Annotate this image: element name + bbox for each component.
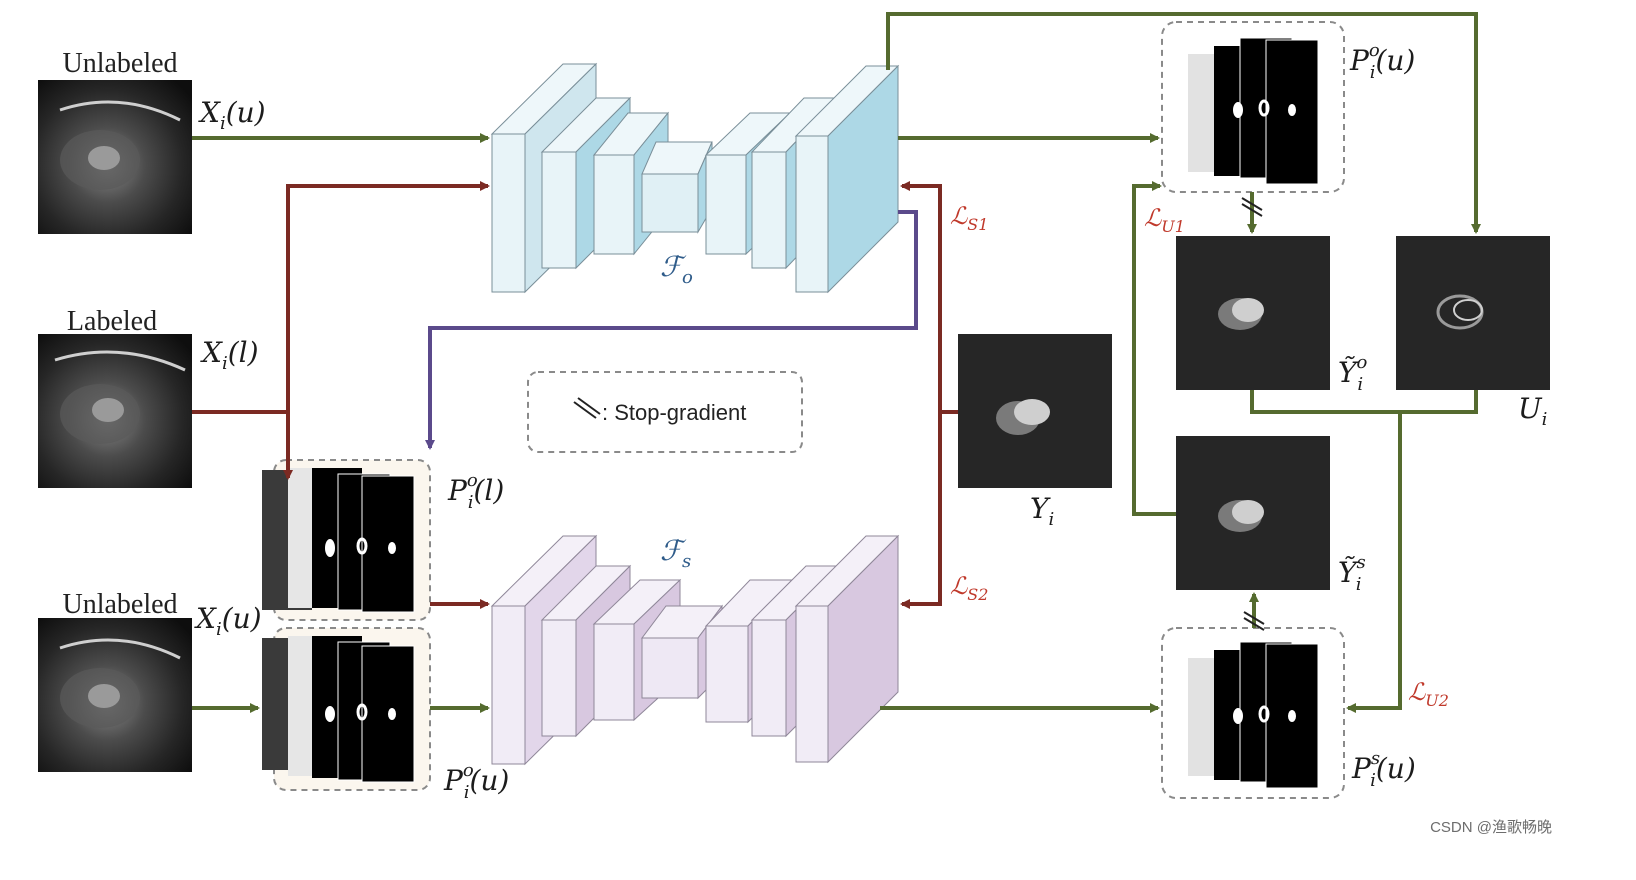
pseudo-label-teacher: [1176, 236, 1330, 390]
legend-text: : Stop-gradient: [602, 400, 746, 425]
arrow-ytilde-s-to-po-top: [1132, 181, 1176, 516]
arrow-xl-to-fo: [192, 181, 490, 414]
mri-image-unlabeled-top: [38, 80, 192, 234]
pseudo-label-student: [1176, 436, 1330, 590]
mri-image-labeled: [38, 334, 192, 488]
stop-gradient-icon-top: [1241, 197, 1263, 217]
teacher-network: [490, 62, 900, 294]
stack-p-o-u-left: [262, 627, 431, 791]
arrow-yi-to-ls2: [900, 412, 942, 609]
x-u-bottom-label: Xi(u): [194, 602, 262, 640]
x-u-top-label: Xi(u): [198, 96, 266, 134]
teacher-network-label: ℱo: [660, 250, 693, 288]
loss-u1-label: ℒU1: [1144, 204, 1185, 236]
arrow-ytilde-ui-to-lu2: [1250, 390, 1478, 414]
loss-u2-label: ℒU2: [1408, 678, 1449, 710]
u-i-label: Ui: [1518, 392, 1547, 430]
stack-p-o-l: [262, 459, 431, 621]
loss-s2-label: ℒS2: [950, 572, 988, 604]
unlabeled-bottom-label: Unlabeled: [62, 589, 177, 620]
teacher-block-4: [641, 141, 713, 234]
stack-p-s-u: [1161, 627, 1345, 799]
stop-gradient-icon-bottom: [1243, 611, 1265, 631]
student-network-label: ℱs: [660, 534, 691, 572]
arrow-fo-to-pol: [425, 210, 918, 450]
watermark: CSDN @渔歌畅晚: [1430, 819, 1552, 836]
student-network: [490, 534, 900, 766]
teacher-block-7: [794, 64, 900, 294]
stack-p-o-u-top: [1161, 21, 1345, 193]
unlabeled-top-label: Unlabeled: [62, 48, 177, 79]
labeled-label: Labeled: [67, 306, 157, 337]
student-block-7: [794, 534, 900, 764]
ground-truth-image: [958, 334, 1112, 488]
arrow-fo-to-ui: [886, 12, 1481, 234]
y-i-label: Yi: [1030, 492, 1054, 530]
arrow-yi-to-ls1: [900, 181, 958, 414]
stop-gradient-legend: : Stop-gradient: [527, 371, 803, 453]
double-slash-icon: [573, 397, 601, 419]
mri-image-unlabeled-bottom: [38, 618, 192, 772]
loss-s1-label: ℒS1: [950, 202, 988, 234]
x-l-label: Xi(l): [200, 336, 259, 374]
uncertainty-map: [1396, 236, 1550, 390]
arrow-to-ps-u: [1346, 412, 1402, 713]
